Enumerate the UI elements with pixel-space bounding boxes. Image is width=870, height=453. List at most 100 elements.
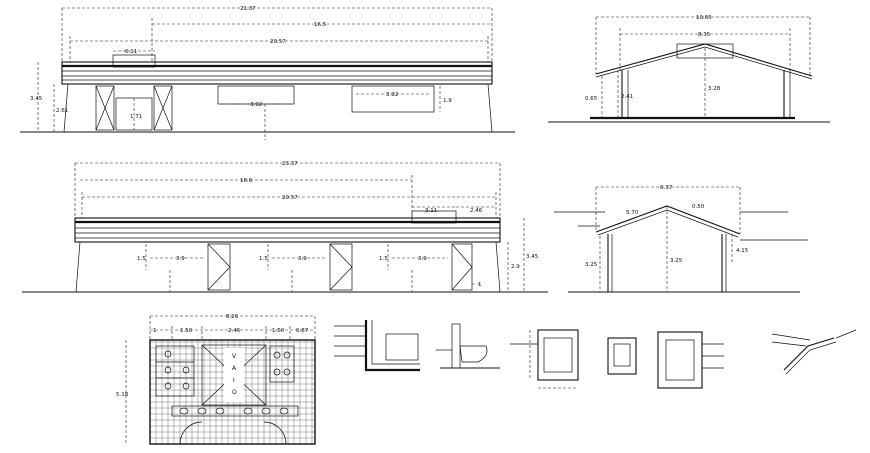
detail-box — [607, 337, 637, 375]
dim-label: 20.57 — [282, 195, 298, 201]
roof-joint-line — [783, 337, 835, 371]
dim-label: 0.50 — [692, 204, 705, 210]
dim-label: 1.50 — [180, 328, 193, 334]
roof-pitch-inner — [597, 209, 739, 238]
dim-label: 16.6 — [240, 178, 253, 184]
dim-label: 3.92 — [386, 92, 398, 98]
wall-section-outline — [364, 320, 420, 372]
dim-label: 10.65 — [696, 15, 712, 21]
dim-label: 1 — [478, 282, 482, 288]
cross-section-1: 10.65 8.35 3.28 2.41 0.65 — [548, 15, 830, 123]
dim-label: 8.35 — [698, 32, 711, 38]
detail-5-section — [657, 331, 724, 389]
toilet-fixture — [164, 366, 172, 374]
dim-label: 6.11 — [125, 49, 137, 55]
detail-box-inner — [543, 337, 573, 373]
leader-line — [771, 341, 807, 347]
sink-fixture — [197, 407, 207, 415]
dim-label: 4.15 — [736, 248, 749, 254]
toilet-fixture — [164, 350, 172, 358]
roof-joint-line — [785, 341, 837, 375]
plan-vertical-letter: V — [232, 353, 237, 360]
dim-label: 16.5 — [314, 22, 327, 28]
toilet-fixture — [273, 368, 281, 376]
dim-label: 2.9 — [511, 264, 520, 270]
toilet-fixture — [283, 351, 291, 359]
door-swing — [329, 243, 353, 291]
stall-block — [269, 345, 295, 383]
door-arc — [179, 421, 203, 445]
detail-1-wall-section — [334, 320, 420, 372]
sink-fixture — [261, 407, 271, 415]
dim-label: 1.5 — [259, 256, 268, 262]
roof-pitch-inner — [595, 46, 813, 80]
dim-label: 3.28 — [708, 86, 721, 92]
stall-block — [155, 345, 195, 397]
door-swing — [207, 243, 231, 291]
door — [451, 243, 473, 291]
detail-2-toilet-elevation — [436, 323, 500, 369]
column — [75, 241, 81, 293]
dim-label: 8.26 — [226, 314, 239, 320]
dim-label: 1.50 — [272, 328, 285, 334]
central-open-area — [201, 344, 267, 406]
detail-box — [657, 331, 703, 389]
dim-label: 2.46 — [228, 328, 241, 334]
dim-label: 2.61 — [56, 108, 68, 114]
toilet-fixture — [182, 366, 190, 374]
dim-label: 1.9 — [443, 98, 452, 104]
sink-fixture — [243, 407, 253, 415]
roof-pitch — [595, 43, 813, 77]
toilet-fixture — [283, 368, 291, 376]
window — [217, 85, 295, 105]
roof-band — [61, 61, 493, 85]
door-swing — [451, 243, 473, 291]
tank — [451, 323, 461, 369]
sink-fixture — [279, 407, 289, 415]
detail-box-inner — [665, 339, 695, 381]
toilet-fixture — [164, 382, 172, 390]
dim-label: 21.37 — [240, 6, 256, 12]
sink-fixture — [179, 407, 189, 415]
front-elevation-1: 21.37 16.5 20.57 6.11 2.61 3.45 3.92 3.9… — [20, 6, 515, 140]
dim-label: 20.57 — [270, 39, 286, 45]
door — [329, 243, 353, 291]
dim-label: 1.5 — [137, 256, 146, 262]
column — [63, 83, 69, 133]
dim-label: 2.46 — [470, 208, 483, 214]
door-arc — [263, 421, 287, 445]
leader-line — [771, 333, 811, 341]
dim-label: 3.25 — [585, 262, 598, 268]
fixture-outline — [385, 333, 419, 361]
sink-fixture — [215, 407, 225, 415]
door — [95, 85, 115, 131]
dim-label: 1.71 — [130, 114, 142, 120]
column — [487, 83, 493, 133]
toilet-fixture — [182, 382, 190, 390]
door-swing — [95, 85, 115, 131]
dim-label: 5.18 — [116, 392, 129, 398]
wall-section-inner — [371, 320, 420, 365]
dim-label: 3.92 — [250, 102, 262, 108]
door-swing — [153, 85, 173, 131]
column — [495, 241, 501, 293]
window — [351, 85, 435, 113]
dim-label: 3.45 — [30, 96, 43, 102]
detail-4-small-plan — [607, 337, 637, 375]
dim-label: 1.5 — [379, 256, 388, 262]
dim-label: 0.65 — [585, 96, 598, 102]
floor-plan: 8.26 1 1.50 2.46 1.50 0.87 5.18 V A I O — [116, 314, 316, 445]
cross-section-2: 6.37 5.70 3.25 3.25 4.15 0.50 — [554, 185, 808, 293]
detail-3-plan — [510, 329, 579, 389]
dim-label: 2.41 — [621, 94, 633, 100]
dim-label: 3.25 — [670, 258, 683, 264]
plan-vertical-letter: O — [232, 389, 237, 396]
detail-box-inner — [613, 343, 631, 367]
dim-label: 3.9 — [298, 256, 307, 262]
parapet-box — [411, 210, 457, 224]
label-background — [224, 348, 244, 402]
dim-label: 3.11 — [425, 208, 437, 214]
toilet-bowl — [459, 345, 488, 363]
